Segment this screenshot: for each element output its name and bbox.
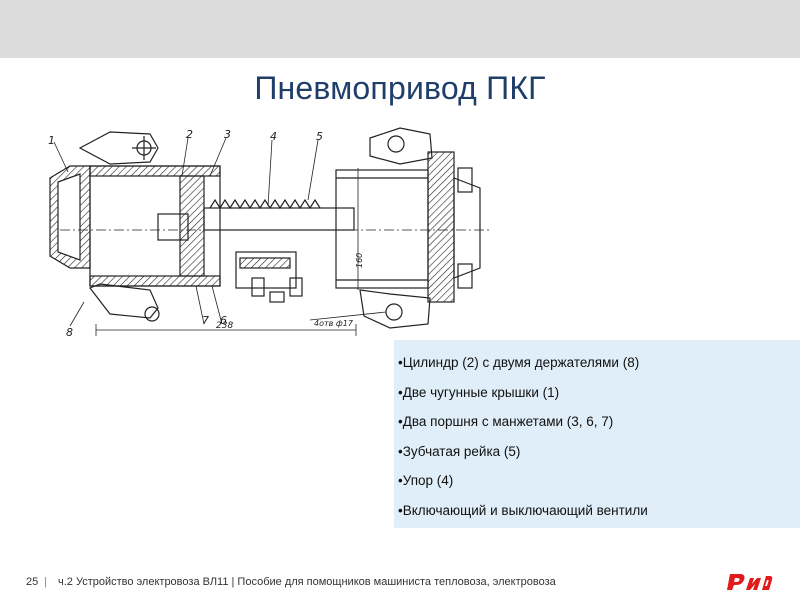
dimension-holes: 4отв ф17 — [314, 319, 354, 328]
feature-item: •Включающий и выключающий вентили — [398, 502, 648, 518]
part-label-1: 1 — [48, 134, 55, 147]
features-box: •Цилиндр (2) с двумя держателями (8) •Дв… — [394, 340, 800, 528]
left-top-lug — [78, 131, 159, 165]
footer: 25 | ч.2 Устройство электровоза ВЛ11 | П… — [0, 572, 800, 592]
part-label-3: 3 — [224, 128, 231, 141]
part-label-8: 8 — [66, 326, 73, 339]
technical-drawing: 1 2 3 4 5 6 7 8 238 4отв ф17 160 — [40, 118, 502, 346]
features-list: •Цилиндр (2) с двумя держателями (8) •Дв… — [394, 340, 800, 525]
feature-item: •Упор (4) — [398, 473, 454, 488]
page-number: 25 — [26, 576, 39, 588]
right-top-lug — [369, 127, 433, 165]
footer-text: ч.2 Устройство электровоза ВЛ11 | Пособи… — [58, 576, 556, 588]
part-label-5: 5 — [316, 130, 323, 143]
toothed-rack — [203, 207, 355, 231]
feature-item: •Две чугунные крышки (1) — [398, 384, 560, 400]
feature-item: •Два поршня с манжетами (3, 6, 7) — [398, 414, 614, 429]
stop-block — [235, 251, 297, 289]
piston-left — [179, 175, 205, 277]
right-bottom-lug — [359, 289, 431, 329]
right-cover — [427, 151, 455, 303]
part-label-7: 7 — [202, 314, 209, 327]
right-cylinder — [335, 169, 429, 289]
part-label-2: 2 — [186, 128, 193, 141]
part-label-6: 6 — [220, 314, 227, 327]
part-label-4: 4 — [270, 130, 277, 143]
left-bottom-lug — [89, 283, 159, 319]
dimension-length: 238 — [216, 321, 233, 331]
dimension-height: 160 — [355, 253, 364, 268]
page-title: Пневмопривод ПКГ — [254, 70, 546, 106]
feature-item: •Цилиндр (2) с двумя держателями (8) — [398, 355, 640, 370]
feature-item: •Зубчатая рейка (5) — [398, 443, 521, 459]
top-bar — [0, 0, 800, 58]
footer-separator: | — [44, 576, 47, 588]
rzd-logo-icon — [726, 570, 774, 592]
